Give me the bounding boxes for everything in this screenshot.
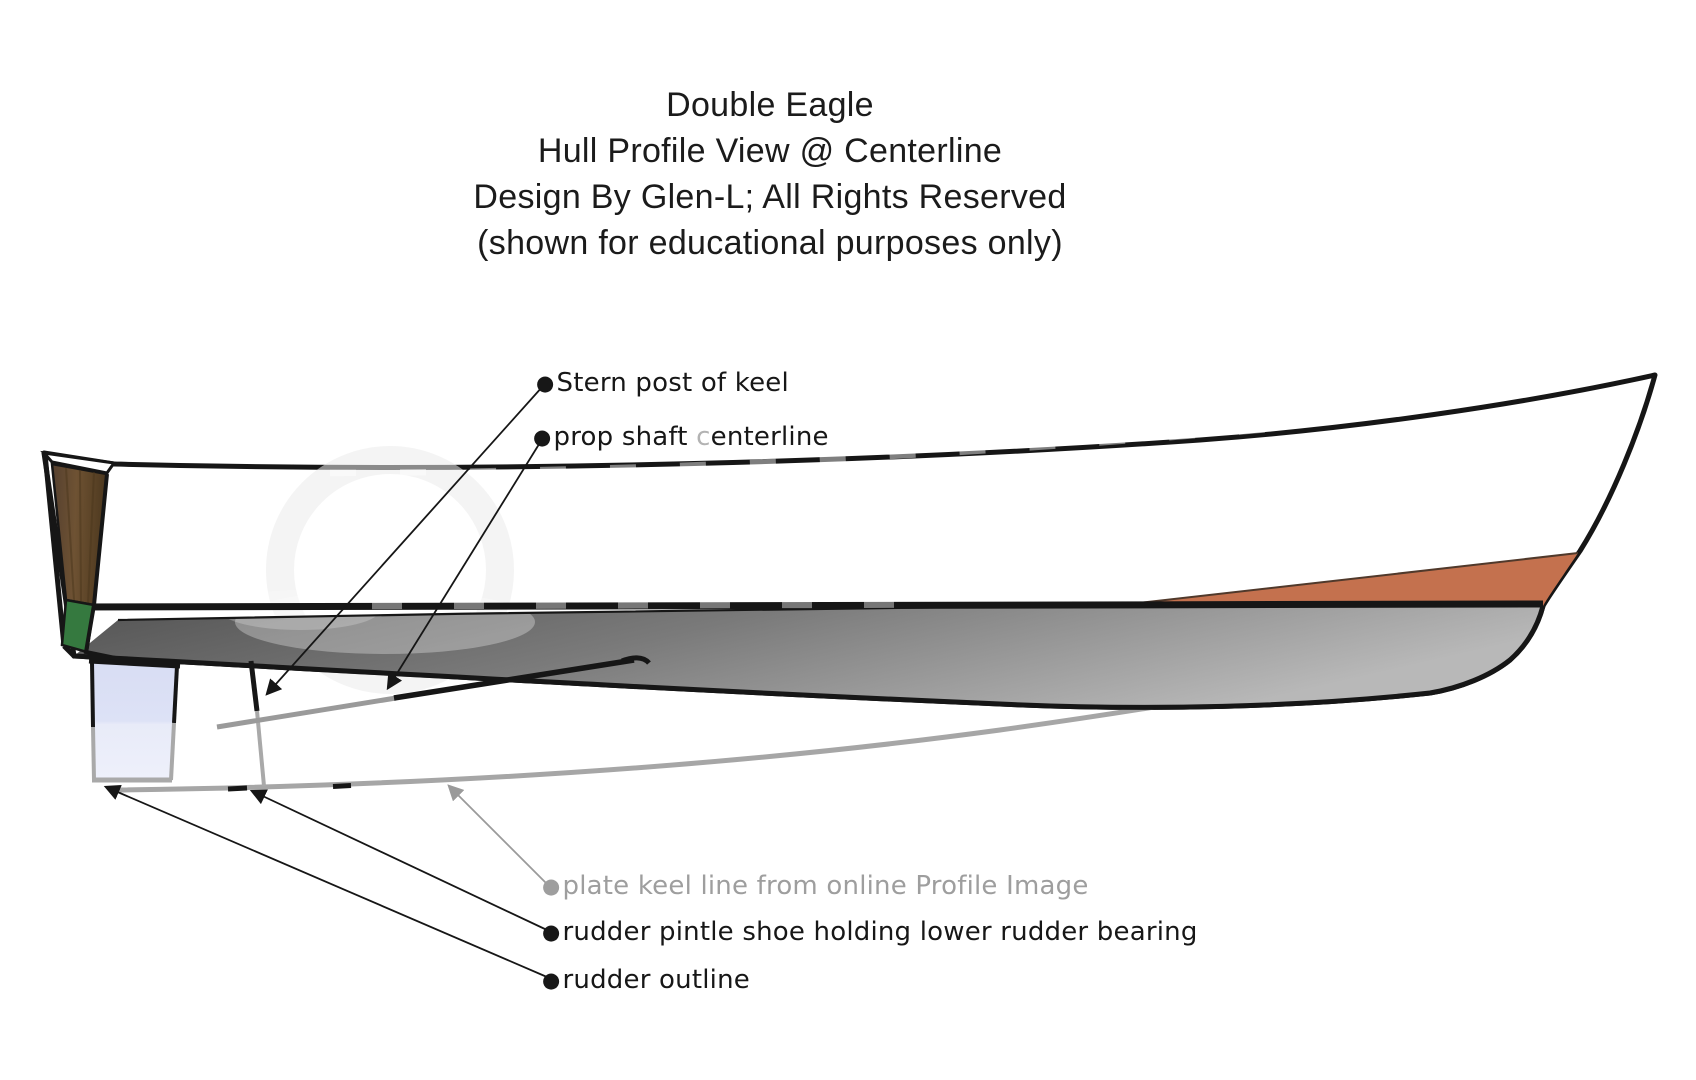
- prop-shaft-line-outer: [216, 695, 397, 730]
- label-rudder-outline: ●rudder outline: [542, 967, 750, 994]
- wood-grain-lines: [65, 467, 95, 604]
- leader-rudder-pintle: [249, 789, 548, 931]
- leader-prop-shaft: [386, 440, 542, 691]
- bullet-icon: ●: [533, 425, 552, 449]
- label-prop-shaft-pre: prop shaft: [553, 422, 697, 452]
- waterline-fade: [371, 600, 941, 610]
- rudder-top-edge: [88, 658, 181, 669]
- label-plate-keel-line-text: plate keel line from online Profile Imag…: [562, 871, 1089, 901]
- label-prop-shaft: ●prop shaft centerline: [533, 424, 829, 451]
- boot-stripe: [1112, 553, 1578, 606]
- waterline: [74, 600, 1544, 611]
- rudder-right-edge-lower: [169, 722, 176, 781]
- plate-keel-line-tick-1: [227, 785, 248, 792]
- rudder: [92, 662, 177, 780]
- leader-rudder-outline: [103, 785, 548, 978]
- title-line-2: Hull Profile View @ Centerline: [537, 132, 1003, 170]
- label-prop-shaft-post: enterline: [710, 422, 829, 452]
- boot-stripe-top-edge: [1111, 552, 1579, 607]
- title-line-3: Design By Glen-L; All Rights Reserved: [473, 178, 1067, 216]
- stern-post: [248, 660, 260, 712]
- rudder-right-edge-upper: [172, 665, 179, 724]
- label-prop-shaft-grey-letter: c: [696, 422, 711, 452]
- label-plate-keel-line: ●plate keel line from online Profile Ima…: [542, 873, 1089, 900]
- transom-left-edge-lower: [62, 644, 77, 659]
- label-rudder-pintle-text: rudder pintle shoe holding lower rudder …: [562, 917, 1198, 947]
- bullet-icon: ●: [542, 874, 561, 898]
- bullet-icon: ●: [542, 968, 561, 992]
- prop-shaft-line-tip: [621, 655, 651, 665]
- plate-keel-line-tick-2: [332, 783, 352, 789]
- label-rudder-pintle: ●rudder pintle shoe holding lower rudder…: [542, 919, 1198, 946]
- title-block: Double Eagle Hull Profile View @ Centerl…: [473, 82, 1066, 266]
- title-line-1: Double Eagle: [666, 86, 874, 124]
- label-stern-post: ●Stern post of keel: [536, 370, 789, 397]
- label-stern-post-text: Stern post of keel: [556, 368, 789, 398]
- label-rudder-outline-text: rudder outline: [562, 965, 750, 995]
- transom-left-edge: [42, 453, 67, 647]
- title-line-4: (shown for educational purposes only): [477, 224, 1063, 262]
- leader-plate-keel: [447, 784, 548, 885]
- rudder-left-edge-lower: [91, 726, 96, 781]
- hull-bottom-shading: [74, 606, 1543, 708]
- prop-shaft-line-inner: [393, 657, 635, 701]
- transom-right-edge: [83, 473, 121, 661]
- leader-stern-post: [265, 385, 544, 696]
- stern-post-extension: [255, 710, 266, 787]
- rudder-left-edge-upper: [90, 661, 95, 728]
- bullet-icon: ●: [542, 920, 561, 944]
- bullet-icon: ●: [536, 371, 555, 395]
